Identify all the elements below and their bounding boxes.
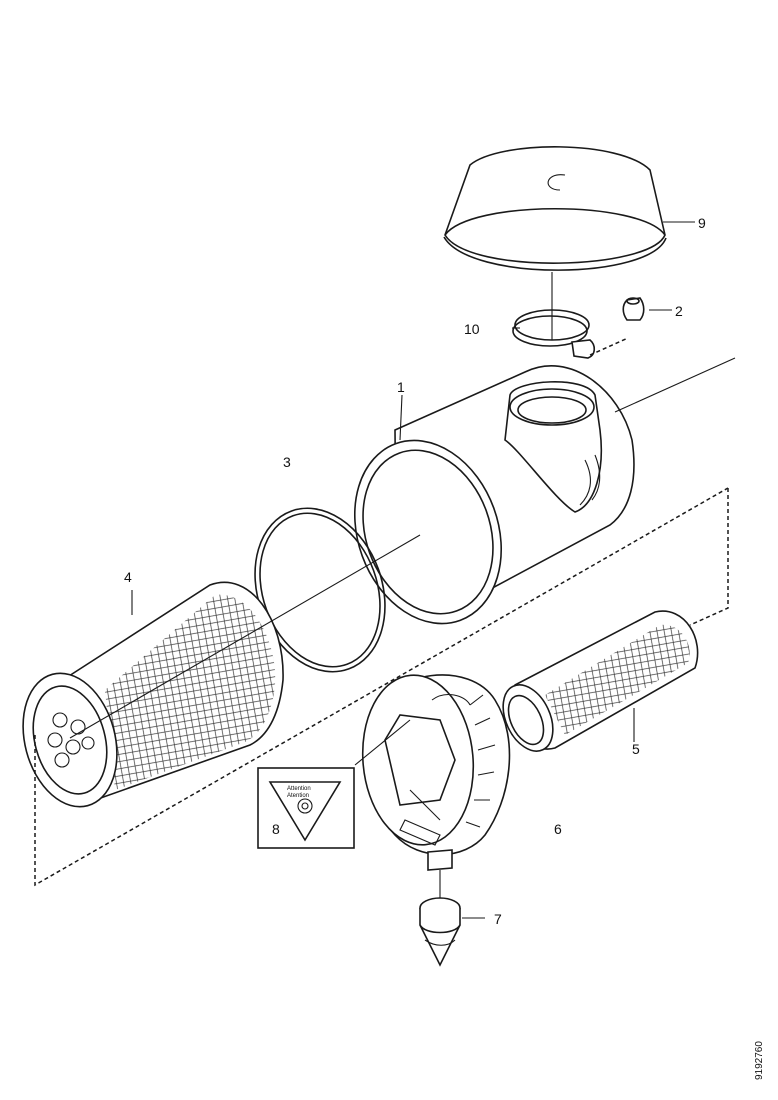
end-cap-holes [47,712,95,768]
label-text-line1: Attention [287,786,311,792]
cover-cap [443,146,667,271]
callout-3: 3 [283,454,291,470]
leader-lines [131,221,695,919]
main-filter-element [22,581,284,808]
end-cover [361,674,511,856]
dashed-guide-frame [34,337,729,887]
callout-10: 10 [464,321,480,337]
safety-filter-element [502,610,699,752]
callout-2: 2 [675,303,683,319]
warning-label: Attention Atention [257,767,355,849]
callout-6: 6 [554,821,562,837]
callout-5: 5 [632,741,640,757]
filter-housing [353,365,635,625]
document-id: 9192760 [754,1041,765,1080]
callout-9: 9 [698,215,706,231]
hose-clamp [512,309,596,359]
dust-valve [419,849,461,967]
label-text-line2: Atention [287,793,309,799]
callout-8: 8 [272,821,280,837]
callouts: 1 2 3 4 5 6 7 8 9 10 [124,215,706,927]
callout-7: 7 [494,911,502,927]
assembly-axis-lines [69,272,736,898]
small-plug [622,297,645,321]
callout-1: 1 [397,379,405,395]
callout-4: 4 [124,569,132,585]
